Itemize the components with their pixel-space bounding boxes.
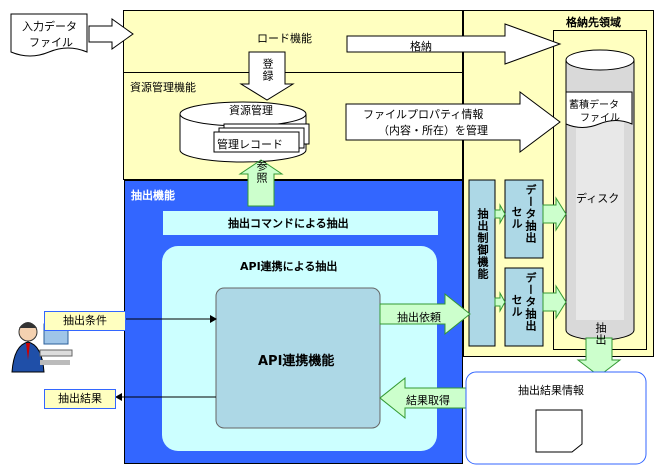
- cell1-label-sub: セル: [510, 206, 523, 230]
- refer-label: 参照: [255, 160, 268, 184]
- resource-title: 資源管理機能: [130, 81, 196, 94]
- request-arrow: [379, 292, 471, 336]
- input-file-label-1: 入力データ: [22, 20, 77, 33]
- load-title: ロード機能: [257, 32, 312, 45]
- extract-label: 抽出: [594, 322, 607, 346]
- cell2-label-sub: セル: [510, 294, 523, 318]
- request-label: 抽出依頼: [397, 311, 441, 324]
- cell1-label-main: データ抽出: [524, 184, 537, 244]
- command-box: [162, 210, 439, 236]
- api-func-box: [215, 287, 381, 429]
- api-func-label: API連携機能: [258, 354, 335, 369]
- get-result-label: 結果取得: [406, 394, 450, 407]
- get-result-arrow: [379, 376, 467, 420]
- input-file-shape: [10, 13, 88, 57]
- input-file-label-2: ファイル: [29, 36, 73, 49]
- property-label-2: （内容・所在）を管理: [378, 124, 488, 137]
- store-label: 格納: [410, 40, 432, 53]
- extraction-title: 抽出機能: [131, 189, 175, 202]
- control-box: [468, 179, 496, 347]
- property-label-1: ファイルプロパティ情報: [363, 108, 484, 121]
- disk-label: ディスク: [576, 192, 620, 205]
- input-arrow: [88, 18, 134, 50]
- store-arrow: [346, 23, 562, 65]
- refer-arrow: [238, 159, 284, 207]
- register-label: 登録: [261, 58, 274, 82]
- register-arrow: [239, 51, 295, 101]
- results-box: 抽出結果: [44, 389, 116, 409]
- conditions-box: 抽出条件: [44, 311, 126, 331]
- cell2-label-main: データ抽出: [524, 272, 537, 332]
- storage-title: 格納先領域: [566, 16, 621, 29]
- command-label: 抽出コマンドによる抽出: [228, 217, 349, 230]
- extract-arrow: [576, 337, 622, 377]
- accum-doc-shape: [565, 91, 633, 128]
- property-arrow: [345, 91, 561, 153]
- accum-label-1: 蓄積データ: [569, 100, 619, 111]
- api-title: API連携による抽出: [240, 260, 338, 273]
- result-info-title: 抽出結果情報: [518, 384, 584, 397]
- control-label: 抽出制御機能: [476, 208, 489, 280]
- record-label: 管理レコード: [217, 138, 283, 151]
- result-doc-icon: [535, 409, 583, 453]
- record-card: [213, 131, 300, 153]
- accum-label-2: ファイル: [580, 113, 620, 124]
- resource-db-label: 資源管理: [229, 104, 273, 117]
